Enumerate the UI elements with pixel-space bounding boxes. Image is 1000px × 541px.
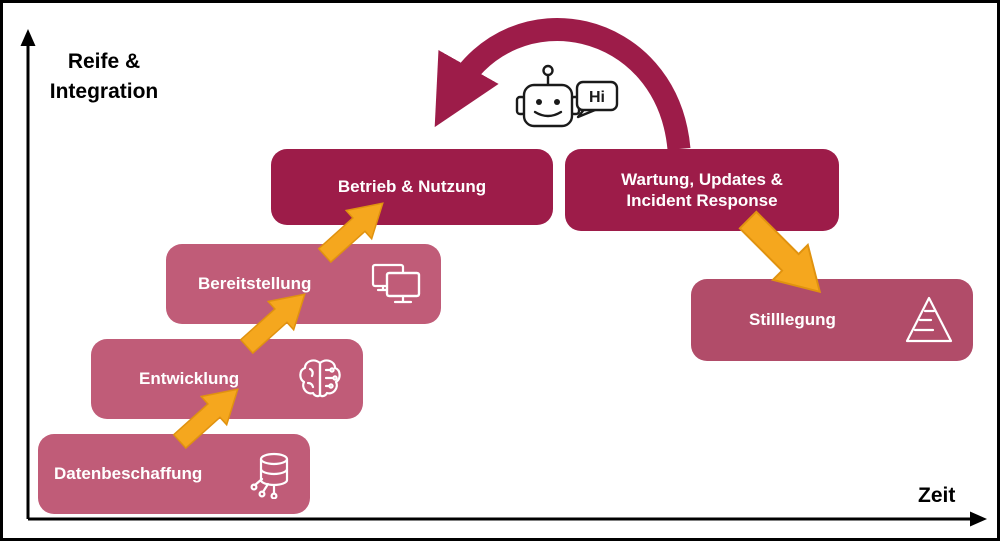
stage-label: Bereitstellung: [198, 274, 312, 293]
stage-label: Wartung, Updates & Incident Response: [621, 169, 783, 210]
y-axis-arrowhead-icon: [20, 29, 36, 46]
pyramid-icon: [905, 296, 953, 343]
x-axis-arrowhead-icon: [970, 511, 987, 527]
brain-icon: [299, 359, 341, 398]
monitors-icon: [371, 263, 421, 304]
stage-entwicklung: Entwicklung: [91, 339, 363, 419]
stage-label: Entwicklung: [139, 369, 240, 388]
stage-betrieb-nutzung: Betrieb & Nutzung: [271, 149, 553, 225]
stage-label: Betrieb & Nutzung: [337, 177, 487, 196]
x-axis-label: Zeit: [918, 484, 956, 507]
loop-arrow: [434, 18, 691, 151]
database-network-icon: [250, 452, 289, 499]
stage-datenbeschaffung: Datenbeschaffung: [38, 434, 310, 514]
y-axis-label: Reife & Integration: [19, 47, 189, 108]
robot-speech-text: Hi: [589, 89, 605, 106]
stage-bereitstellung: Bereitstellung: [166, 244, 441, 324]
y-axis-label-line2: Integration: [49, 80, 159, 104]
robot-icon: Hi: [515, 64, 619, 128]
y-axis-label-line1: Reife &: [67, 50, 141, 73]
stage-wartung-updates-incident-response: Wartung, Updates & Incident Response: [565, 149, 839, 231]
stage-label: Stilllegung: [749, 310, 836, 329]
stage-stilllegung: Stilllegung: [691, 279, 973, 361]
stage-label: Datenbeschaffung: [54, 464, 203, 483]
